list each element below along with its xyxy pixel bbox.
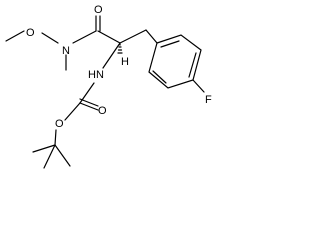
- bond-tbu-me1: [32, 144, 56, 153]
- bond-calpha-ch2: [119, 29, 147, 44]
- bond-calpha-nh: [102, 42, 121, 69]
- atom-fluorine: F: [205, 94, 212, 106]
- bond-ch2-ring: [145, 29, 158, 44]
- bond-c-o-double-2: [79, 98, 99, 107]
- atom-n-amide: N: [62, 45, 70, 57]
- atom-o-carbamate-ester: O: [55, 118, 64, 130]
- ring-double-3: [152, 70, 167, 84]
- bond-o-ctbu: [54, 129, 57, 146]
- atom-o-carbamate-carbonyl: O: [98, 105, 107, 117]
- atom-nh-carbamate: HN: [88, 69, 104, 81]
- bond-co-calpha: [97, 30, 121, 44]
- bond-tbu-me3: [43, 144, 56, 169]
- bond-o-n: [41, 32, 59, 44]
- bond-me-o: [5, 30, 25, 42]
- bond-c-o-double-1: [79, 102, 99, 111]
- stereo-hash-bond: [117, 43, 123, 54]
- atom-o-carbonyl-top: O: [94, 4, 103, 16]
- bond-ring-f: [192, 79, 205, 93]
- ring-double-2: [188, 52, 197, 78]
- bond-c-o-ester: [64, 102, 81, 121]
- bond-tbu-me2: [54, 144, 71, 167]
- chemical-structure: O N O H HN O O F: [5, 4, 212, 169]
- atom-o-methoxy: O: [26, 27, 35, 39]
- bond-n-co: [72, 30, 97, 44]
- atom-h-stereo: H: [121, 56, 129, 68]
- ring-double-1: [160, 40, 180, 48]
